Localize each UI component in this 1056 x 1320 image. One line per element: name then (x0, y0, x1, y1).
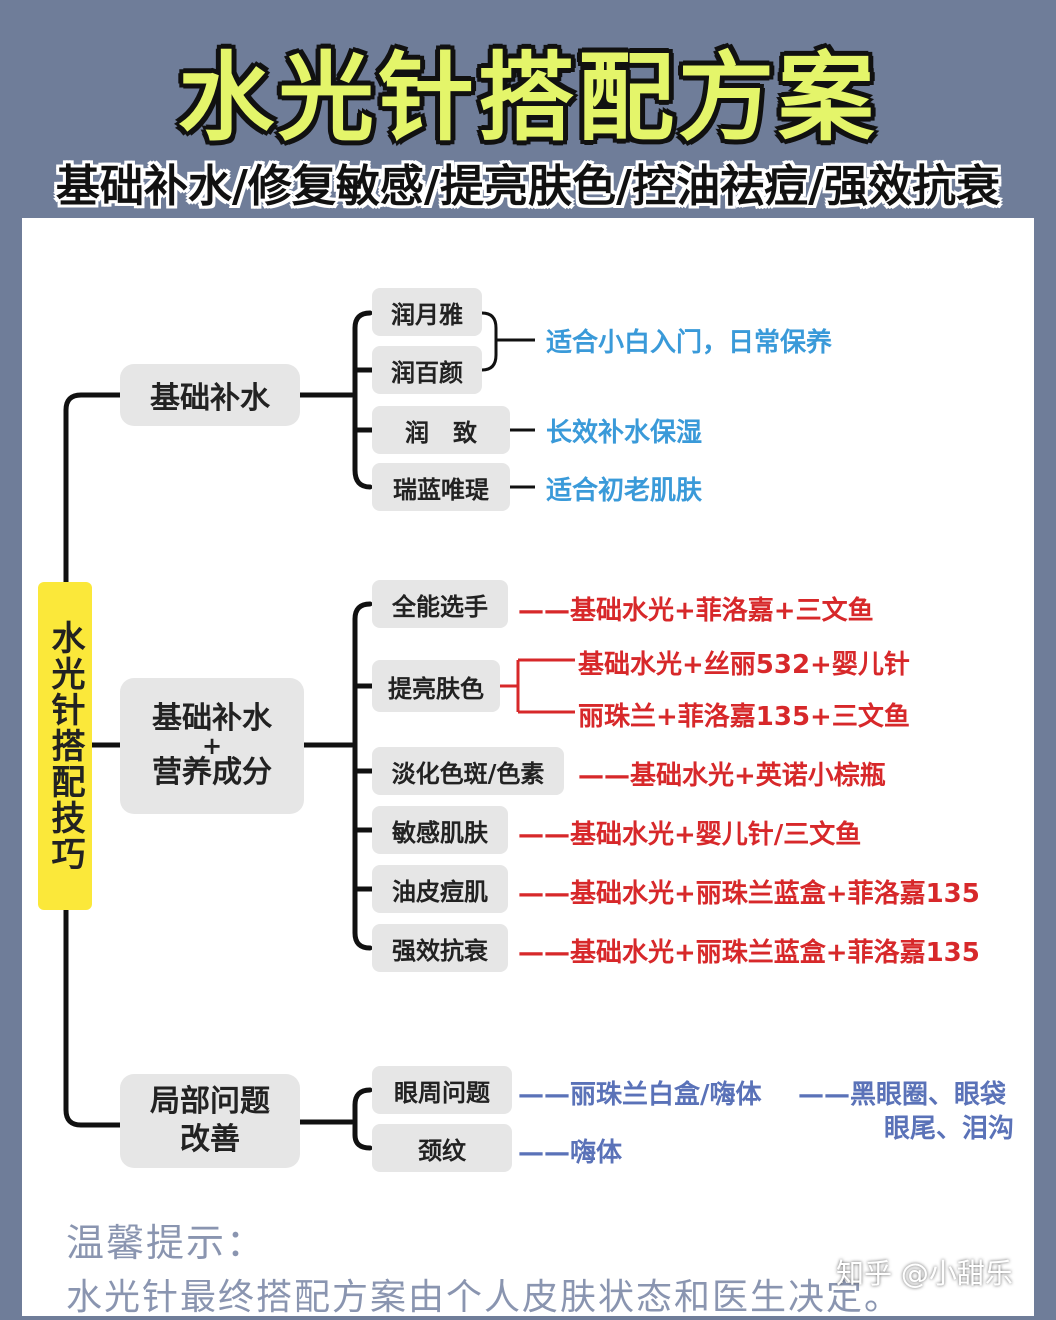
leaf-anti-aging: 强效抗衰 (372, 924, 508, 972)
note-beginner: 适合小白入门，日常保养 (546, 328, 833, 358)
note-all-round: ——基础水光+菲洛嘉+三文鱼 (518, 596, 874, 626)
leaf-sensitive: 敏感肌肤 (372, 806, 508, 854)
branch-hydration-nutrition: 基础补水 + 营养成分 (120, 678, 304, 814)
leaf-runyueya: 润月雅 (372, 288, 482, 336)
leaf-spots: 淡化色斑/色素 (372, 747, 564, 795)
note-neck-lines: ——嗨体 (518, 1138, 623, 1168)
note-early-aging: 适合初老肌肤 (546, 476, 703, 506)
watermark: 知乎 @小甜乐 (836, 1257, 1013, 1290)
leaf-neck-lines: 颈纹 (372, 1124, 512, 1172)
branch-2-line-2: 营养成分 (152, 755, 272, 790)
note-eye-extra-2: 眼尾、泪沟 (884, 1114, 1015, 1144)
subtitle: 基础补水/修复敏感/提亮肤色/控油祛痘/强效抗衰 (55, 161, 1001, 212)
branch-2-line-1: 基础补水 (152, 701, 272, 736)
branch-basic-hydration: 基础补水 (120, 364, 300, 426)
main-title: 水光针搭配方案 (178, 42, 878, 154)
note-eye-area: ——丽珠兰白盒/嗨体 (518, 1080, 762, 1110)
note-sensitive: ——基础水光+婴儿针/三文鱼 (518, 820, 862, 850)
leaf-eye-area: 眼周问题 (372, 1066, 512, 1114)
note-oily-acne: ——基础水光+丽珠兰蓝盒+菲洛嘉135 (518, 879, 980, 909)
tip-text: 水光针最终搭配方案由个人皮肤状态和医生决定。 (66, 1277, 903, 1318)
tip-label: 温馨提示： (66, 1221, 267, 1265)
note-long-hydration: 长效补水保湿 (546, 418, 703, 448)
leaf-ruilan: 瑞蓝唯瑅 (372, 463, 510, 511)
branch-local-issues: 局部问题 改善 (120, 1074, 300, 1168)
leaf-all-round: 全能选手 (372, 580, 508, 628)
note-anti-aging: ——基础水光+丽珠兰蓝盒+菲洛嘉135 (518, 938, 980, 968)
branch-3-line-2: 改善 (180, 1122, 240, 1157)
note-spots: ——基础水光+英诺小棕瓶 (578, 761, 886, 791)
leaf-brighten: 提亮肤色 (372, 660, 500, 712)
note-brighten-1: 基础水光+丝丽532+婴儿针 (578, 650, 910, 680)
leaf-runzhi: 润 致 (372, 406, 510, 454)
leaf-runbaiyan: 润百颜 (372, 346, 482, 394)
note-eye-extra-1: ——黑眼圈、眼袋 (798, 1080, 1007, 1110)
note-brighten-2: 丽珠兰+菲洛嘉135+三文鱼 (578, 702, 910, 732)
leaf-oily-acne: 油皮痘肌 (372, 865, 508, 913)
branch-3-line-1: 局部问题 (150, 1084, 270, 1119)
root-node: 水光针搭配技巧 (38, 582, 92, 910)
branch-2-plus: + (201, 731, 223, 760)
